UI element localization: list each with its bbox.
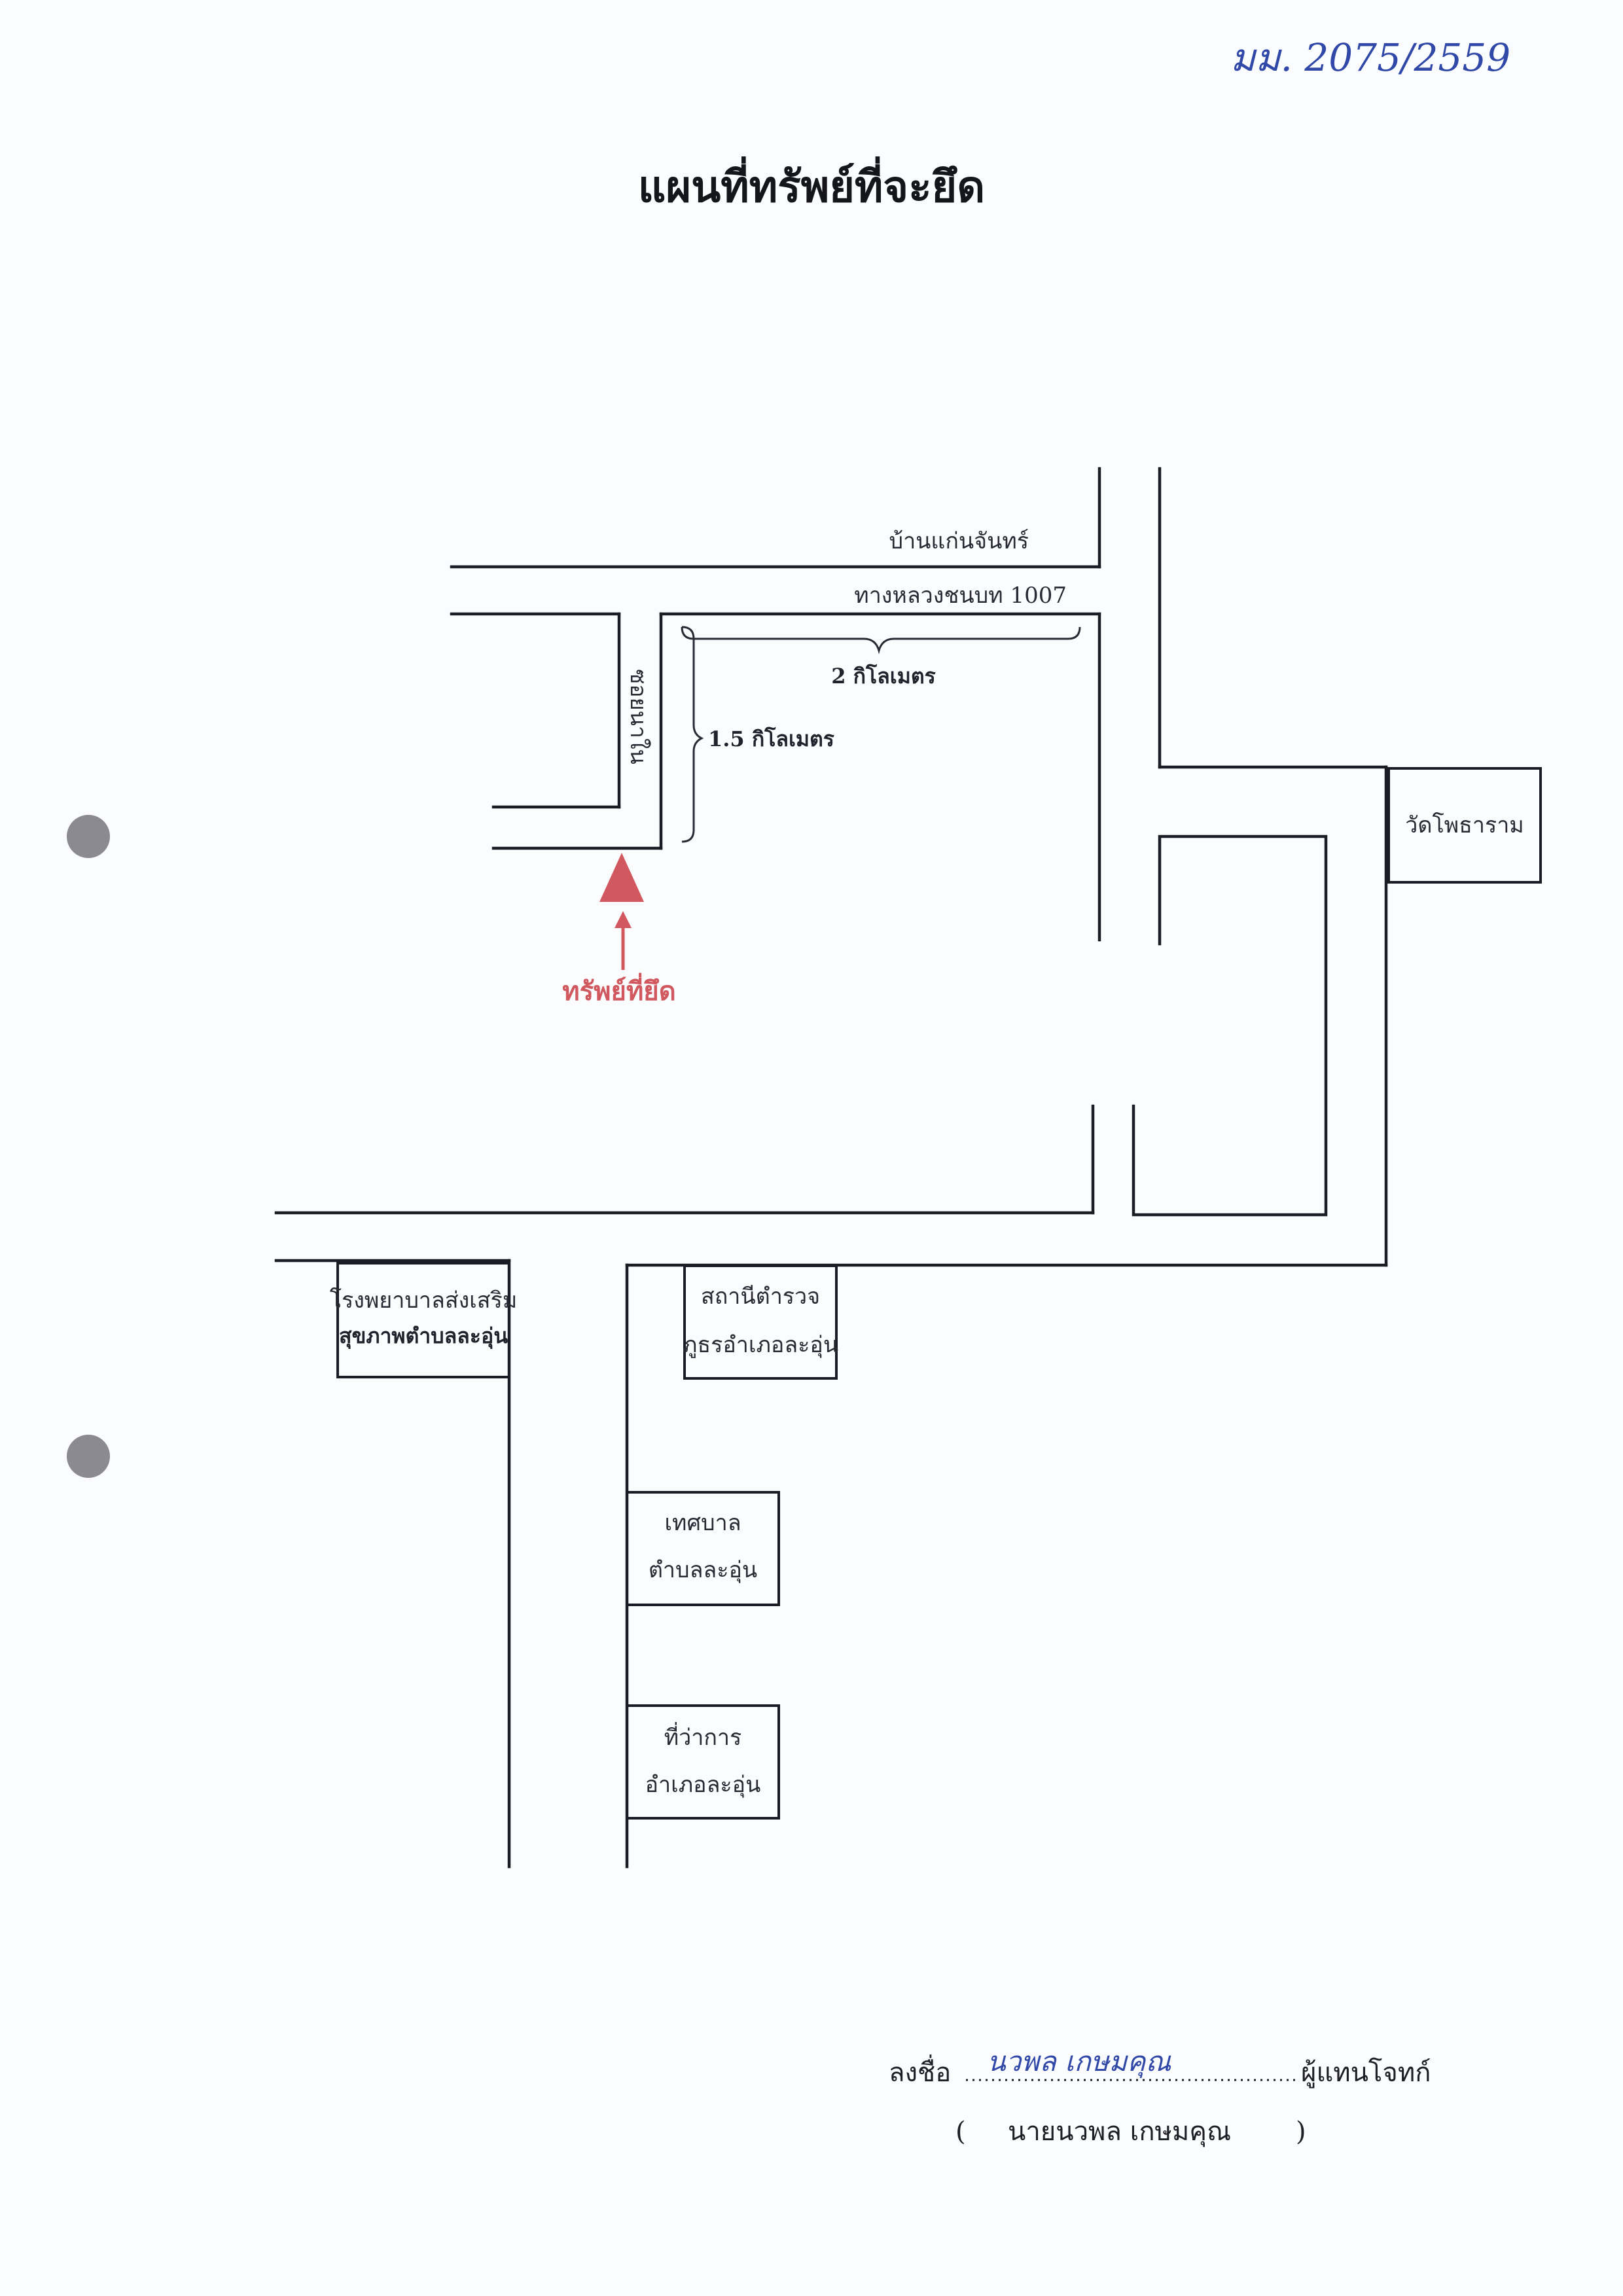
handwritten-signature: นวพล เกษมคุณ: [987, 2045, 1171, 2078]
highway-label: ทางหลวงชนบท 1007: [854, 583, 1067, 609]
vertical-distance-label: 1.5 กิโลเมตร: [708, 726, 834, 751]
municipality-box: เทศบาล ตำบลละอุ่น: [626, 1491, 780, 1606]
village-label: บ้านแก่นจันทร์: [889, 528, 1029, 554]
police-station-box: สถานีตำรวจ ภูธรอำเภอละอุ่น: [683, 1265, 838, 1380]
binder-hole: [67, 1435, 110, 1478]
soi-label: ซอยนาใน: [625, 669, 651, 764]
district-office-frame: [626, 1704, 780, 1820]
sign-label: ลงชื่อ: [889, 2054, 951, 2088]
district-office-box: ที่ว่าการ อำเภอละอุ่น: [626, 1704, 780, 1820]
reference-number: มม. 2075/2559: [1230, 35, 1510, 80]
vertical-distance-brace: [681, 626, 704, 843]
horizontal-distance-label: 2 กิโลเมตร: [831, 664, 936, 689]
binder-hole: [67, 815, 110, 858]
temple-box: วัดโพธาราม: [1387, 767, 1542, 884]
police-label-line2: ภูธรอำเภอละอุ่น: [683, 1332, 838, 1358]
hospital-label-line1: โรงพยาบาลส่งเสริม: [330, 1287, 517, 1314]
open-paren: (: [955, 2117, 966, 2147]
hospital-label-line2: สุขภาพตำบลละอุ่น: [339, 1323, 508, 1350]
property-arrowhead: [615, 911, 632, 928]
district-office-label-line1: ที่ว่าการ: [664, 1722, 742, 1751]
page-title: แผนที่ทรัพย์ที่จะยึด: [638, 156, 985, 212]
binder-holes: [67, 815, 110, 1478]
signer-name: นายนวพล เกษมคุณ: [1008, 2117, 1231, 2147]
municipality-frame: [626, 1491, 780, 1606]
property-marker: ทรัพย์ที่ยึด: [562, 853, 676, 1007]
road-line: [1132, 834, 1328, 1217]
hospital-box: โรงพยาบาลส่งเสริม สุขภาพตำบลละอุ่น: [330, 1262, 517, 1378]
property-triangle: [599, 853, 644, 902]
horizontal-distance-brace: [681, 626, 1081, 655]
signer-role: ผู้แทนโจทก์: [1301, 2058, 1431, 2088]
temple-frame: [1387, 767, 1542, 884]
close-paren: ): [1296, 2117, 1306, 2147]
police-frame: [683, 1265, 838, 1380]
police-label-line1: สถานีตำรวจ: [701, 1283, 820, 1310]
road-network: [274, 467, 1388, 1869]
property-label: ทรัพย์ที่ยึด: [562, 973, 675, 1007]
temple-label: วัดโพธาราม: [1405, 812, 1524, 838]
signature-block: ลงชื่อ นวพล เกษมคุณ ผู้แทนโจทก์ ( นายนวพ…: [889, 2045, 1431, 2147]
district-office-label-line2: อำเภอละอุ่น: [645, 1772, 761, 1798]
hospital-frame: [336, 1262, 510, 1378]
municipality-label-line1: เทศบาล: [664, 1510, 741, 1536]
municipality-label-line2: ตำบลละอุ่น: [649, 1557, 757, 1583]
